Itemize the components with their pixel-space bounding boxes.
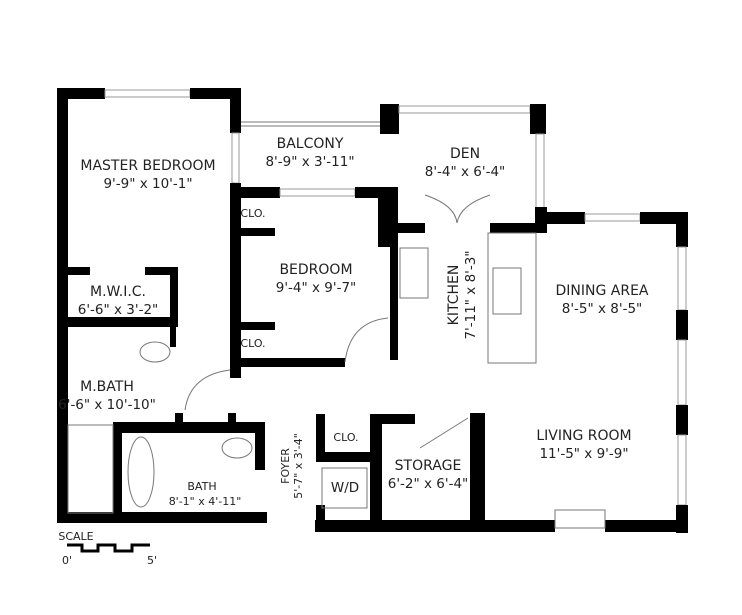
dining-area-size: 8'-5" x 8'-5": [562, 301, 643, 317]
room-labels: MASTER BEDROOM 9'-9" x 10'-1" BALCONY 8'…: [58, 136, 649, 508]
master-bedroom-label: MASTER BEDROOM: [80, 158, 215, 174]
bath-label: BATH: [187, 480, 216, 493]
living-room-label: LIVING ROOM: [536, 428, 631, 444]
master-bath-size: 6'-6" x 10'-10": [58, 397, 156, 413]
foyer-label: FOYER: [279, 448, 292, 484]
bedroom-label: BEDROOM: [279, 262, 352, 278]
scale-bar: SCALE 0' 5': [58, 530, 157, 567]
foyer-size: 5'-7" x 3'-4": [292, 433, 305, 499]
closet-label: CLO.: [240, 337, 265, 350]
bedroom-size: 9'-4" x 9'-7": [276, 280, 357, 296]
balcony-size: 8'-9" x 3'-11": [265, 154, 354, 170]
closet-label: CLO.: [240, 207, 265, 220]
living-room-size: 11'-5" x 9'-9": [539, 446, 628, 462]
balcony-label: BALCONY: [277, 136, 344, 152]
dining-area-label: DINING AREA: [555, 283, 648, 299]
mwic-size: 6'-6" x 3'-2": [78, 302, 159, 318]
den-label: DEN: [450, 146, 480, 162]
washer-dryer-label: W/D: [331, 480, 359, 496]
kitchen-label: KITCHEN: [446, 265, 462, 326]
den-size: 8'-4" x 6'-4": [425, 164, 506, 180]
scale-end: 5': [147, 554, 157, 567]
bath-size: 8'-1" x 4'-11": [169, 495, 242, 508]
mwic-label: M.W.I.C.: [90, 284, 146, 300]
master-bedroom-size: 9'-9" x 10'-1": [103, 176, 192, 192]
closet-label: CLO.: [333, 431, 358, 444]
master-bath-label: M.BATH: [80, 379, 134, 395]
fireplace: [554, 509, 606, 529]
scale-title: SCALE: [58, 530, 93, 543]
walls: [57, 88, 688, 533]
storage-label: STORAGE: [395, 458, 462, 474]
scale-start: 0': [62, 554, 72, 567]
kitchen-size: 7'-11" x 8'-3": [463, 250, 479, 339]
storage-size: 6'-2" x 6'-4": [388, 476, 469, 492]
